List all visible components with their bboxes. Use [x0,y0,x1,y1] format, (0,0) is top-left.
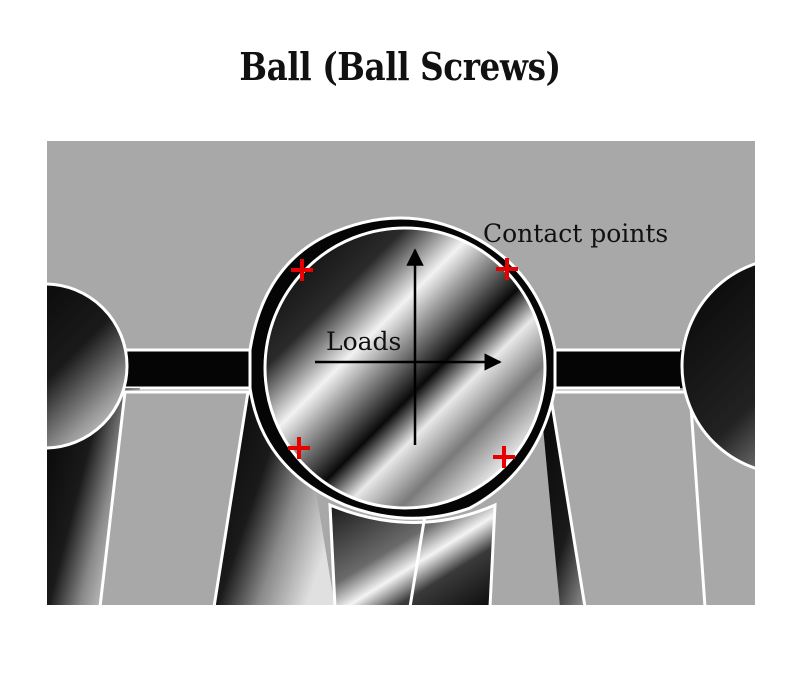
screw-thread-flank-right [548,390,707,607]
screw-thread-flank-left [98,390,250,607]
center-ball [263,226,547,510]
contact-marker-top-right [496,258,518,280]
contact-marker-bottom-right [493,446,515,468]
left-ball [47,282,129,450]
right-ball [680,262,755,470]
diagram-title: Ball (Ball Screws) [239,44,561,89]
shaft-groove [328,502,497,607]
contact-marker-bottom-left [288,437,310,459]
contact-points-label: Contact points [483,219,668,248]
contact-marker-top-left [291,259,313,281]
loads-label: Loads [326,327,401,356]
